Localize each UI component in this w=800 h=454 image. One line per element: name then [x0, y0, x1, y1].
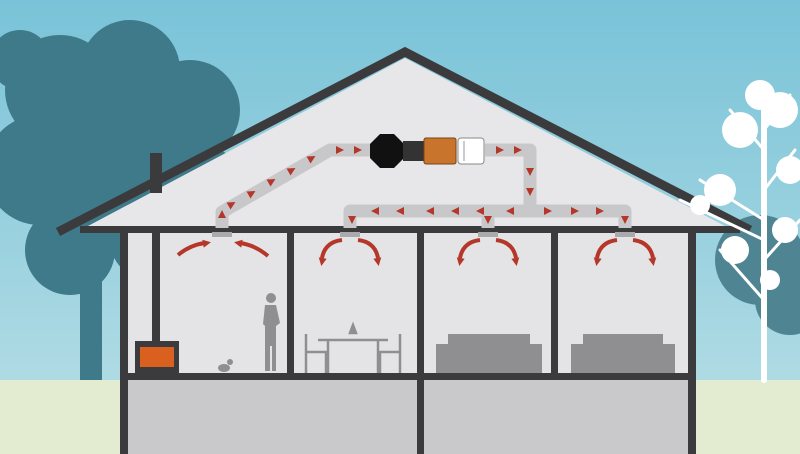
stove-icon [135, 341, 179, 373]
airflow-arrow-icon [476, 207, 484, 215]
airflow-arrows [176, 146, 657, 266]
airflow-arrow-icon [354, 146, 362, 154]
interior-wall [287, 230, 294, 378]
airflow-arrow-icon [286, 168, 296, 176]
roof [55, 46, 753, 236]
airflow-arrow-icon [526, 168, 534, 176]
airflow-arrow-icon [306, 156, 316, 164]
airflow-arrow-icon [451, 207, 459, 215]
airflow-arrow-icon [496, 146, 504, 154]
airflow-arrow-icon [456, 257, 465, 266]
airflow-arrow-icon [596, 207, 604, 215]
ventilation-fan-icon [370, 134, 404, 168]
airflow-arrow-icon [218, 210, 226, 218]
heat-exchanger-icon [457, 137, 485, 165]
airflow-arrow-icon [426, 207, 434, 215]
basement [122, 376, 694, 454]
airflow-arrow-icon [484, 216, 492, 224]
airflow-arrow-icon [571, 207, 579, 215]
sofa-icon [571, 334, 675, 373]
outer-wall-right [688, 230, 696, 454]
vents [212, 232, 635, 237]
tree-foliage [690, 80, 800, 290]
interior-wall [417, 230, 424, 454]
airflow-arrow-icon [506, 207, 514, 215]
filter-icon [423, 137, 457, 165]
airflow-arrow-icon [371, 207, 379, 215]
sofa-icon [436, 334, 542, 373]
person-icon [263, 293, 280, 371]
ceiling [80, 226, 740, 233]
cat-icon [218, 359, 233, 372]
airflow-arrow-icon [514, 146, 522, 154]
airflow-arrow-icon [511, 257, 520, 266]
airflow-arrow-icon [318, 257, 327, 266]
airflow-arrow-icon [593, 257, 602, 266]
stove-pipe [152, 233, 160, 343]
interior-wall [551, 230, 558, 378]
dining-table-icon [304, 321, 402, 373]
airflow-arrow-icon [632, 238, 655, 259]
connector [403, 141, 425, 161]
airflow-arrow-icon [266, 179, 276, 187]
airflow-arrow-icon [176, 241, 206, 257]
airflow-arrow-icon [621, 216, 629, 224]
outer-wall-left [120, 230, 128, 454]
airflow-arrow-icon [234, 239, 243, 248]
airflow-arrow-icon [495, 238, 518, 259]
airflow-arrow-icon [458, 238, 481, 259]
airflow-arrow-icon [239, 241, 270, 258]
airflow-arrow-icon [648, 257, 657, 266]
airflow-arrow-icon [246, 191, 256, 199]
airflow-arrow-icon [202, 239, 211, 248]
airflow-arrow-icon [336, 146, 344, 154]
airflow-arrow-icon [595, 238, 618, 259]
airflow-arrow-icon [348, 216, 356, 224]
airflow-arrow-icon [226, 202, 236, 210]
airflow-arrow-icon [544, 207, 552, 215]
airflow-arrow-icon [320, 238, 343, 259]
airflow-arrow-icon [373, 257, 382, 266]
airflow-arrow-icon [396, 207, 404, 215]
airflow-arrow-icon [357, 238, 380, 259]
airflow-arrow-icon [526, 188, 534, 196]
floor [122, 373, 694, 380]
